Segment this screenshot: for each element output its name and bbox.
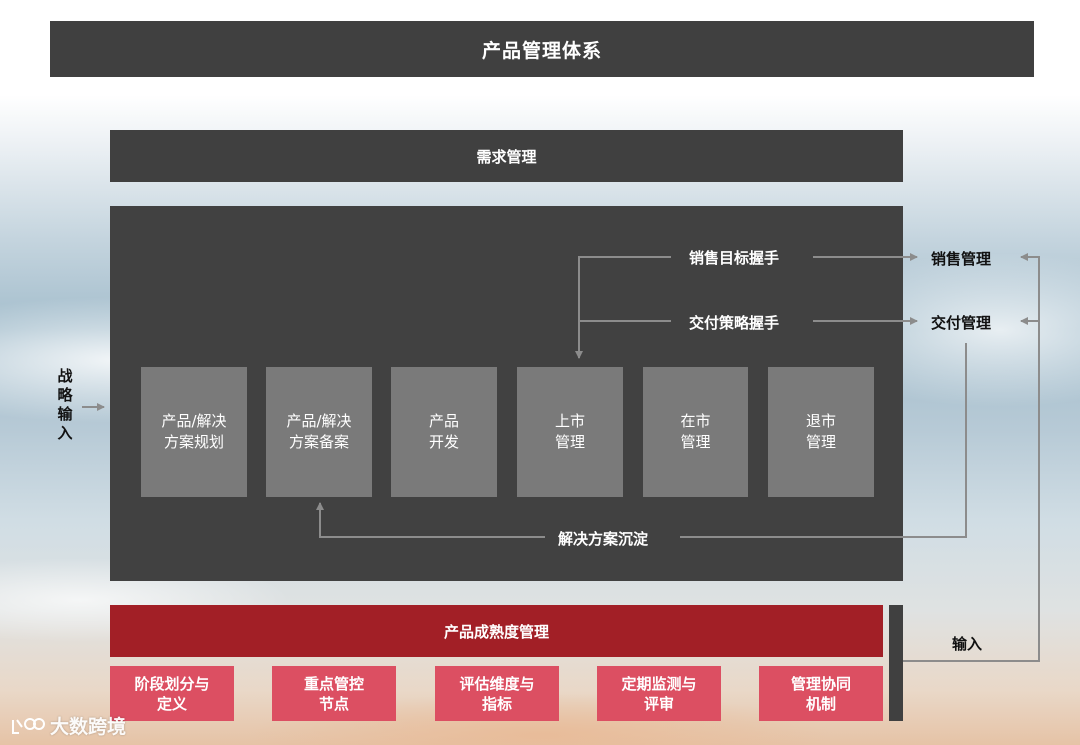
strategy-input-char: 入	[56, 424, 74, 443]
input-label: 输入	[952, 633, 982, 654]
maturity-item-line2: 指标	[482, 694, 512, 714]
maturity-item-line1: 重点管控	[304, 674, 364, 694]
page-title: 产品管理体系	[50, 21, 1034, 77]
demand-management-bar: 需求管理	[110, 130, 903, 182]
stage-label-line1: 上市	[555, 411, 585, 432]
stage-label-line2: 方案备案	[289, 432, 349, 453]
maturity-item: 定期监测与 评审	[597, 666, 721, 721]
maturity-item-line2: 评审	[644, 694, 674, 714]
strategy-input-label: 战 略 输 入	[56, 367, 74, 443]
stage-development: 产品 开发	[391, 367, 497, 497]
strategy-input-char: 略	[56, 386, 74, 405]
stage-label-line2: 管理	[806, 432, 836, 453]
sales-handshake-label: 销售目标握手	[689, 247, 779, 268]
maturity-item-line2: 定义	[157, 694, 187, 714]
stage-label-line2: 管理	[555, 432, 585, 453]
sales-management-label: 销售管理	[931, 248, 991, 269]
stage-label-line1: 产品/解决	[286, 411, 351, 432]
stage-label-line1: 在市	[680, 411, 710, 432]
delivery-handshake-label: 交付策略握手	[689, 312, 779, 333]
stage-label-line2: 管理	[680, 432, 710, 453]
stage-launch: 上市 管理	[517, 367, 623, 497]
vertical-divider	[889, 605, 903, 721]
maturity-item: 管理协同 机制	[759, 666, 883, 721]
strategy-input-char: 战	[56, 367, 74, 386]
maturity-item-line1: 阶段划分与	[134, 674, 209, 694]
watermark-logo-icon	[10, 716, 46, 736]
maturity-item: 评估维度与 指标	[435, 666, 559, 721]
stage-planning: 产品/解决 方案规划	[141, 367, 247, 497]
maturity-item: 重点管控 节点	[272, 666, 396, 721]
stage-label-line2: 开发	[429, 432, 459, 453]
stage-label-line1: 退市	[806, 411, 836, 432]
maturity-item-line1: 评估维度与	[459, 674, 534, 694]
stage-in-market: 在市 管理	[643, 367, 748, 497]
maturity-item-line2: 机制	[806, 694, 836, 714]
stage-label-line2: 方案规划	[164, 432, 224, 453]
delivery-management-label: 交付管理	[931, 312, 991, 333]
strategy-input-char: 输	[56, 405, 74, 424]
maturity-item-line1: 定期监测与	[621, 674, 696, 694]
solution-precipitation-label: 解决方案沉淀	[558, 528, 648, 549]
stage-retirement: 退市 管理	[768, 367, 874, 497]
stage-label-line1: 产品	[429, 411, 459, 432]
maturity-management-bar: 产品成熟度管理	[110, 605, 883, 657]
maturity-item-line1: 管理协同	[791, 674, 851, 694]
stage-filing: 产品/解决 方案备案	[266, 367, 372, 497]
stage-label-line1: 产品/解决	[161, 411, 226, 432]
maturity-item-line2: 节点	[319, 694, 349, 714]
watermark-text: 大数跨境	[50, 712, 126, 739]
watermark: 大数跨境	[10, 712, 126, 739]
maturity-item: 阶段划分与 定义	[110, 666, 234, 721]
